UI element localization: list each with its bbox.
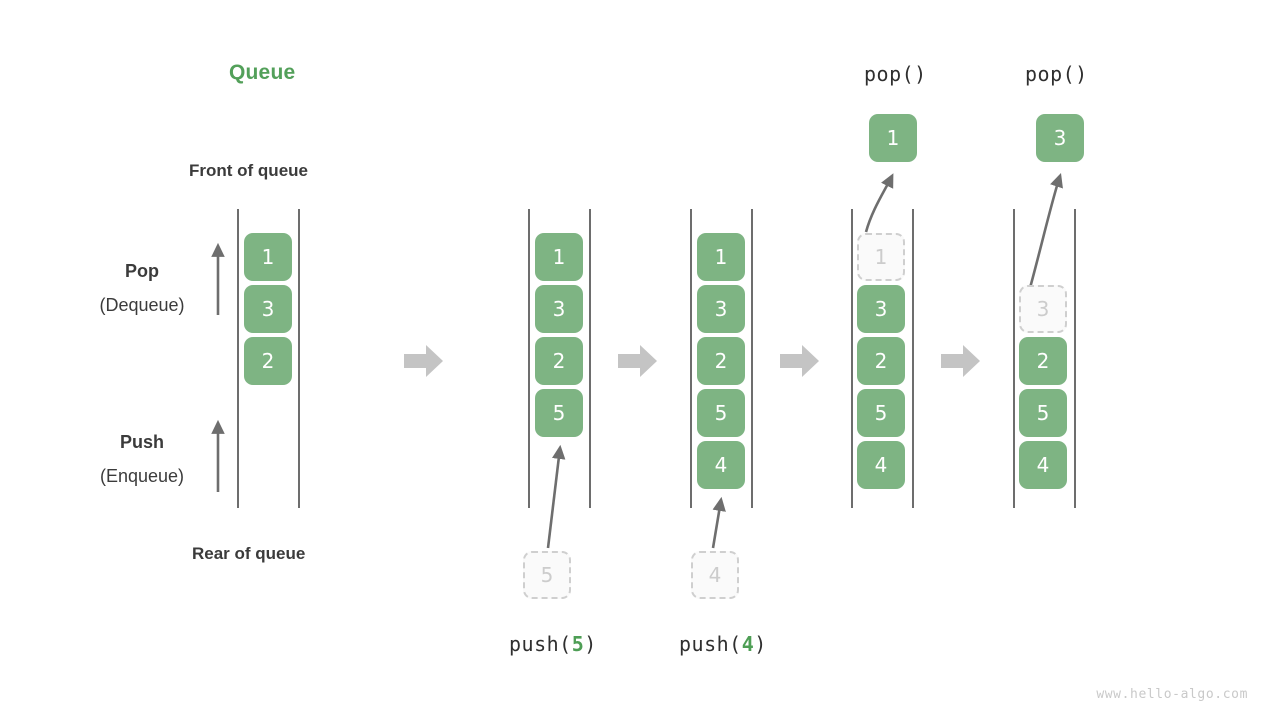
removed-element-ghost: 3: [1019, 285, 1067, 333]
queue-element[interactable]: 4: [1019, 441, 1067, 489]
step-arrow-icon: [941, 345, 980, 377]
queue-element[interactable]: 1: [244, 233, 292, 281]
push-5-caption: push(5): [509, 632, 597, 656]
push-5-suffix: ): [584, 632, 597, 656]
incoming-element-ghost: 5: [523, 551, 571, 599]
stage-pop3-rail-left: [1013, 209, 1015, 508]
push-4-caption: push(4): [679, 632, 767, 656]
stage-push4-rail-right: [751, 209, 753, 508]
pop-3-arrow: [1028, 173, 1063, 289]
queue-element[interactable]: 3: [244, 285, 292, 333]
watermark: www.hello-algo.com: [1096, 687, 1248, 702]
stage-pop1-rail-right: [912, 209, 914, 508]
queue-element[interactable]: 3: [857, 285, 905, 333]
queue-element[interactable]: 5: [535, 389, 583, 437]
popped-element[interactable]: 3: [1036, 114, 1084, 162]
pop-legend-subtitle: (Dequeue): [99, 295, 185, 315]
step-arrow-icon: [404, 345, 443, 377]
page-title: Queue: [229, 61, 296, 84]
queue-element[interactable]: 3: [697, 285, 745, 333]
front-of-queue-label: Front of queue: [189, 161, 308, 180]
pop-legend-title: Pop: [125, 261, 159, 281]
stage-pop1-rail-left: [851, 209, 853, 508]
stage-pop3-rail-right: [1074, 209, 1076, 508]
pop-3-caption: pop(): [1025, 62, 1088, 86]
popped-element[interactable]: 1: [869, 114, 917, 162]
queue-element[interactable]: 4: [697, 441, 745, 489]
removed-element-ghost: 1: [857, 233, 905, 281]
queue-element[interactable]: 5: [697, 389, 745, 437]
queue-element[interactable]: 2: [1019, 337, 1067, 385]
queue-element[interactable]: 3: [535, 285, 583, 333]
queue-element[interactable]: 2: [857, 337, 905, 385]
push-5-arrow: [546, 444, 566, 549]
queue-element[interactable]: 1: [535, 233, 583, 281]
pop-1-arrow: [864, 173, 894, 233]
rear-of-queue-label: Rear of queue: [192, 544, 306, 563]
incoming-element-ghost: 4: [691, 551, 739, 599]
step-arrow-icon: [780, 345, 819, 377]
push-4-value: 4: [741, 632, 755, 656]
step-arrow-icon: [618, 345, 657, 377]
queue-element[interactable]: 2: [244, 337, 292, 385]
queue-element[interactable]: 2: [697, 337, 745, 385]
push-4-prefix: push(: [679, 632, 742, 656]
pop-1-caption: pop(): [864, 62, 927, 86]
push-5-prefix: push(: [509, 632, 572, 656]
stage-initial-rail-right: [298, 209, 300, 508]
queue-element[interactable]: 1: [697, 233, 745, 281]
push-legend-title: Push: [119, 432, 164, 452]
queue-element[interactable]: 5: [1019, 389, 1067, 437]
push-legend-subtitle: (Enqueue): [99, 466, 185, 486]
push-4-arrow: [711, 496, 726, 549]
push-5-value: 5: [571, 632, 585, 656]
queue-element[interactable]: 4: [857, 441, 905, 489]
push-4-suffix: ): [754, 632, 767, 656]
queue-element[interactable]: 5: [857, 389, 905, 437]
queue-element[interactable]: 2: [535, 337, 583, 385]
stage-push5-rail-right: [589, 209, 591, 508]
stage-push5-rail-left: [528, 209, 530, 508]
stage-push4-rail-left: [690, 209, 692, 508]
stage-initial-rail-left: [237, 209, 239, 508]
